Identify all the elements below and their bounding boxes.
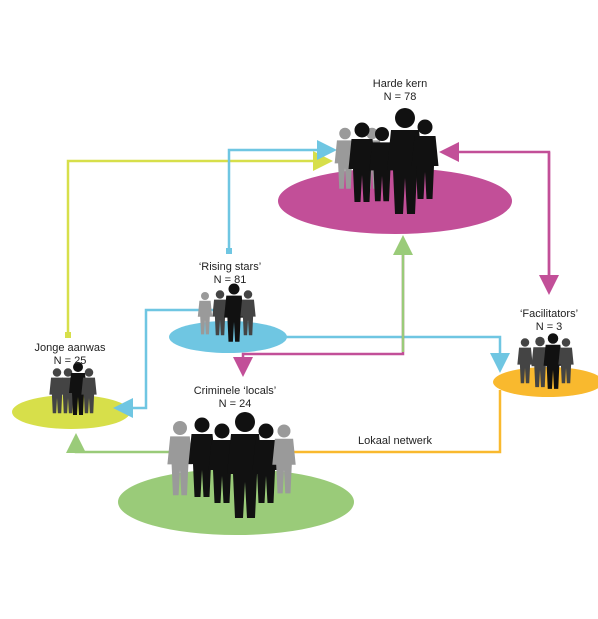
- edge-crim-to-jonge: [66, 433, 200, 454]
- facilitators-label: ‘Facilitators’ N = 3: [508, 308, 590, 334]
- rising-stars-label: ‘Rising stars’ N = 81: [185, 261, 275, 287]
- rising-stars-count: N = 81: [213, 274, 247, 286]
- jonge-aanwas-name: Jonge aanwas: [34, 342, 106, 354]
- harde-kern-name: Harde kern: [372, 78, 428, 90]
- edge-rising-to-harde: [227, 140, 337, 250]
- jonge-aanwas-label: Jonge aanwas N = 25: [25, 342, 115, 368]
- edge-jonge-to-harde: [66, 151, 333, 335]
- facilitators-count: N = 3: [535, 321, 563, 333]
- criminele-locals-count: N = 24: [218, 398, 252, 410]
- lokaal-netwerk-text: Lokaal netwerk: [358, 435, 432, 447]
- harde-kern-count: N = 78: [383, 91, 417, 103]
- rising-stars-name: ‘Rising stars’: [198, 261, 262, 273]
- facilitators-name: ‘Facilitators’: [519, 308, 579, 320]
- edge-harde-to-crim: [233, 240, 405, 377]
- edge-jonge-start-dot: [65, 332, 71, 338]
- edge-lokaal-netwerk: [283, 390, 502, 454]
- rising-stars-ellipse: [169, 321, 287, 353]
- edge-rising-to-fac: [286, 335, 510, 373]
- criminele-locals-name: Criminele ‘locals’: [193, 385, 277, 397]
- lokaal-netwerk-label: Lokaal netwerk: [345, 435, 445, 448]
- harde-kern-label: Harde kern N = 78: [360, 78, 440, 104]
- jonge-aanwas-count: N = 25: [53, 355, 87, 367]
- jonge-aanwas-people: [49, 362, 97, 415]
- criminele-locals-label: Criminele ‘locals’ N = 24: [180, 385, 290, 411]
- facilitators-ellipse: [493, 367, 598, 397]
- edge-rising-to-jonge: [113, 308, 232, 418]
- edge-rising-start-dot: [226, 248, 232, 254]
